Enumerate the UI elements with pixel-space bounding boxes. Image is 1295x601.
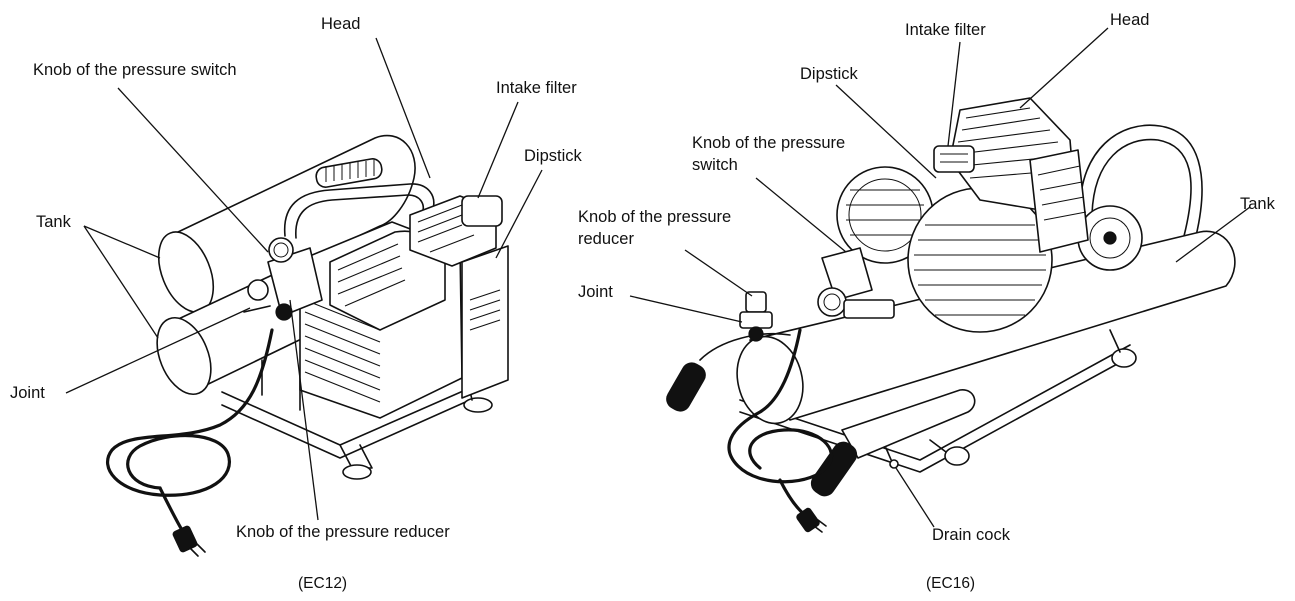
ec16-fan-cover <box>907 187 1053 333</box>
ec16-head <box>949 97 1089 253</box>
ec12-motor-shroud <box>299 221 463 419</box>
ec16-leader-head <box>1019 27 1109 109</box>
ec12-compressor-drawing <box>105 134 509 557</box>
ec16-compressor-drawing <box>666 97 1236 533</box>
ec16-leader-dipstick <box>835 84 937 179</box>
ec16-leader-intake-filter <box>947 41 961 147</box>
ec12-side-panel <box>461 245 509 399</box>
ec12-leader-dipstick <box>495 169 543 259</box>
ec16-label-drain-cock: Drain cock <box>932 526 1010 544</box>
ec16-power-cord <box>727 328 834 533</box>
ec16-leader-tank <box>1175 206 1251 263</box>
ec12-label-joint: Joint <box>10 384 45 402</box>
ec12-label-tank: Tank <box>36 213 71 231</box>
ec12-leader-knob-pressure-switch <box>117 87 269 253</box>
ec16-leader-lines <box>629 27 1251 528</box>
ec12-leader-tank-1 <box>83 225 161 259</box>
ec12-label-knob-pressure-switch: Knob of the pressure switch <box>33 61 237 79</box>
ec16-leader-drain-cock <box>895 467 935 528</box>
ec16-drain-cock <box>885 447 899 469</box>
ec12-leader-intake-filter <box>477 101 519 199</box>
ec12-caption: (EC12) <box>298 575 348 592</box>
ec16-leader-knob-pressure-reducer <box>684 249 753 297</box>
ec16-caption: (EC16) <box>926 575 976 592</box>
ec16-leader-knob-pressure-switch <box>755 177 847 253</box>
ec16-label-knob-pressure-reducer: Knob of the pressure reducer <box>578 208 732 248</box>
ec12-power-cord <box>105 328 274 557</box>
ec12-head <box>409 195 503 267</box>
ec12-leader-lines <box>65 37 543 521</box>
ec12-carry-handle <box>283 158 435 239</box>
ec16-label-joint: Joint <box>578 283 613 301</box>
ec12-leader-joint <box>65 307 251 394</box>
ec16-front-handle <box>666 332 976 497</box>
ec16-flywheel <box>1077 205 1143 271</box>
ec16-intake-filter <box>933 145 975 173</box>
ec16-leader-joint <box>629 295 743 323</box>
ec12-leader-head <box>375 37 431 179</box>
ec16-label-knob-pressure-switch: Knob of the pressure switch <box>692 134 846 174</box>
ec16-pressure-switch <box>817 247 895 319</box>
ec12-label-head: Head <box>321 15 361 33</box>
ec12-leader-tank-2 <box>83 225 159 339</box>
ec16-label-intake-filter: Intake filter <box>905 21 986 39</box>
ec16-label-dipstick: Dipstick <box>800 65 858 83</box>
ec12-leader-knob-pressure-reducer <box>289 299 319 521</box>
ec12-label-knob-pressure-reducer: Knob of the pressure reducer <box>236 523 450 541</box>
ec12-label-dipstick: Dipstick <box>524 147 582 165</box>
ec16-pressure-reducer <box>739 291 773 342</box>
ec16-label-head: Head <box>1110 11 1150 29</box>
ec12-label-intake-filter: Intake filter <box>496 79 577 97</box>
ec12-pressure-switch <box>243 237 323 321</box>
ec16-label-tank: Tank <box>1240 195 1275 213</box>
ec16-rear-handle <box>1079 124 1203 237</box>
